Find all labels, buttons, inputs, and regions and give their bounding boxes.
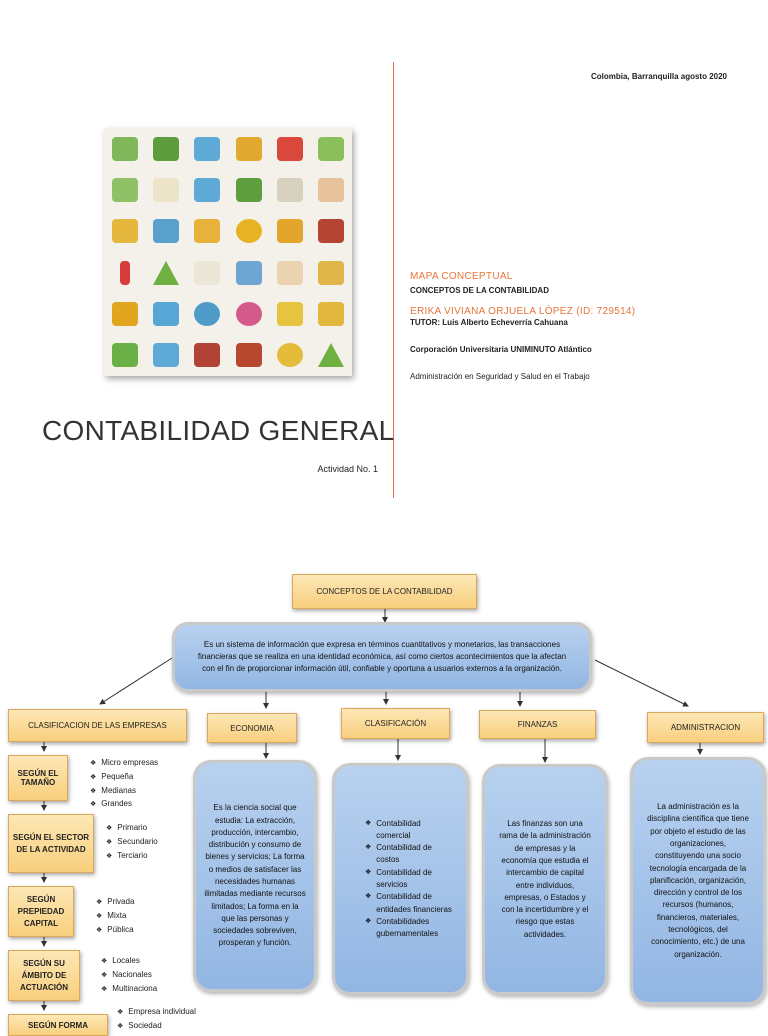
banknotes-bundle-icon: [111, 343, 138, 368]
accounting-icons-illustration: [104, 128, 352, 376]
speech-bubble-question-icon: [276, 343, 303, 368]
university-line: Corporación Universitaria UNIMINUTO Atlá…: [410, 345, 592, 354]
coin-icon: [235, 219, 262, 244]
list-item: Secundario: [106, 836, 157, 850]
cover-info-block: MAPA CONCEPTUAL CONCEPTOS DE LA CONTABIL…: [410, 271, 750, 381]
finanzas-description: Las finanzas son una rama de la administ…: [482, 764, 608, 995]
wallet-card-icon: [194, 343, 221, 368]
envelope-money-icon: [194, 219, 221, 244]
list-item: Nacionales: [101, 969, 157, 983]
subject-line: CONCEPTOS DE LA CONTABILIDAD: [410, 286, 549, 295]
necktie-icon: [119, 260, 130, 285]
clasificacion-list-box: Contabilidad comercial Contabilidad de c…: [332, 763, 469, 995]
branch-clasificacion-empresas: CLASIFICACION DE LAS EMPRESAS: [8, 709, 187, 742]
list-forma: Empresa individual Sociedad: [117, 1006, 196, 1034]
invoice-document-icon: [194, 260, 221, 285]
list-item: Pública: [96, 924, 134, 938]
pyramid-chart-icon: [152, 260, 179, 285]
purse-icon: [318, 219, 345, 244]
list-item: Micro empresas: [90, 757, 158, 771]
branch-clasificacion: CLASIFICACIÓN: [341, 708, 450, 739]
branch-economia: ECONOMIA: [207, 713, 297, 743]
coin-stack-icon: [276, 301, 303, 326]
date-line: Colombia, Barranquilla agosto 2020: [590, 72, 727, 81]
tutor-line: TUTOR: Luis Alberto Echeverría Cahuana: [410, 318, 568, 327]
list-item: Locales: [101, 955, 157, 969]
list-item: Terciario: [106, 850, 158, 864]
branch-finanzas: FINANZAS: [479, 710, 596, 739]
list-item: Medianas: [90, 785, 158, 799]
definition-box: Es un sistema de información que expresa…: [172, 622, 592, 692]
pound-sign-icon: [235, 136, 262, 161]
arrow-to-administracion: [594, 659, 689, 707]
list-item: Contabilidad de entidades financieras: [365, 891, 452, 916]
money-plant-icon: [276, 136, 303, 161]
arrow-to-clasificacion-empresas: [99, 657, 173, 705]
map-label: MAPA CONCEPTUAL: [410, 271, 513, 282]
ruble-sign-icon: [111, 301, 138, 326]
list-item: Sociedad: [117, 1020, 196, 1034]
contract-pen-icon: [152, 177, 179, 202]
list-ambito: Locales Nacionales Multinaciona: [101, 955, 157, 996]
presentation-board-icon: [318, 136, 345, 161]
bank-building-icon: [152, 219, 179, 244]
criterion-tamano: SEGÚN EL TAMAÑO: [8, 755, 68, 801]
list-item: Privada: [96, 896, 134, 910]
list-tamano: Micro empresas Pequeña Medianas Grandes: [90, 757, 158, 812]
vertical-divider: [393, 62, 394, 498]
list-item: Primario: [106, 822, 158, 836]
monitor-icon: [152, 343, 179, 368]
handshake-icon: [276, 260, 303, 285]
author-line: ERIKA VIVIANA ORJUELA LÓPEZ (ID: 729514): [410, 306, 636, 317]
list-item: Contabilidades gubernamentales: [365, 916, 452, 941]
magnifier-icon: [194, 301, 221, 326]
program-line: Administración en Seguridad y Salud en e…: [410, 372, 590, 381]
criterion-sector: SEGÚN EL SECTOR DE LA ACTIVIDAD: [8, 814, 94, 873]
list-item: Multinaciona: [101, 983, 157, 997]
criterion-forma: SEGÚN FORMA: [8, 1014, 108, 1036]
criterion-ambito: SEGÚN SU ÁMBITO DE ACTUACIÓN: [8, 950, 80, 1001]
administracion-description: La administración es la disciplina cient…: [630, 757, 766, 1005]
gold-coins-icon: [318, 301, 345, 326]
list-item: Pequeña: [90, 771, 158, 785]
economia-description: Es la ciencia social que estudia: La ext…: [193, 760, 317, 992]
pen-signature-icon: [194, 177, 221, 202]
list-item: Grandes: [90, 798, 158, 812]
criterion-capital: SEGÚN PREPIEDAD CAPITAL: [8, 886, 74, 937]
growth-pyramid-icon: [318, 343, 345, 368]
list-item: Contabilidad comercial: [365, 818, 452, 843]
gold-bars-icon: [111, 219, 138, 244]
list-item: Contabilidad de servicios: [365, 867, 452, 892]
list-item: Mixta: [96, 910, 134, 924]
hand-coins-icon: [318, 177, 345, 202]
list-sector: Primario Secundario Terciario: [106, 822, 158, 864]
branch-administracion: ADMINISTRACION: [647, 712, 764, 743]
money-hand-icon: [111, 136, 138, 161]
receipt-scroll-icon: [318, 260, 345, 285]
list-item: Contabilidad de costos: [365, 842, 452, 867]
tablet-icon: [194, 136, 221, 161]
wallet-icon: [152, 301, 179, 326]
money-bag-icon: [235, 177, 262, 202]
cash-stack-icon: [111, 177, 138, 202]
atm-machine-icon: [276, 219, 303, 244]
pie-chart-icon: [235, 301, 262, 326]
banknote-icon: [152, 136, 179, 161]
list-capital: Privada Mixta Pública: [96, 896, 134, 937]
briefcase-icon: [235, 343, 262, 368]
page-title: CONTABILIDAD GENERAL: [42, 415, 395, 446]
root-concept-box: CONCEPTOS DE LA CONTABILIDAD: [292, 574, 477, 609]
people-group-icon: [235, 260, 262, 285]
list-item: Empresa individual: [117, 1006, 196, 1020]
open-book-icon: [276, 177, 303, 202]
activity-number: Actividad No. 1: [317, 464, 378, 474]
